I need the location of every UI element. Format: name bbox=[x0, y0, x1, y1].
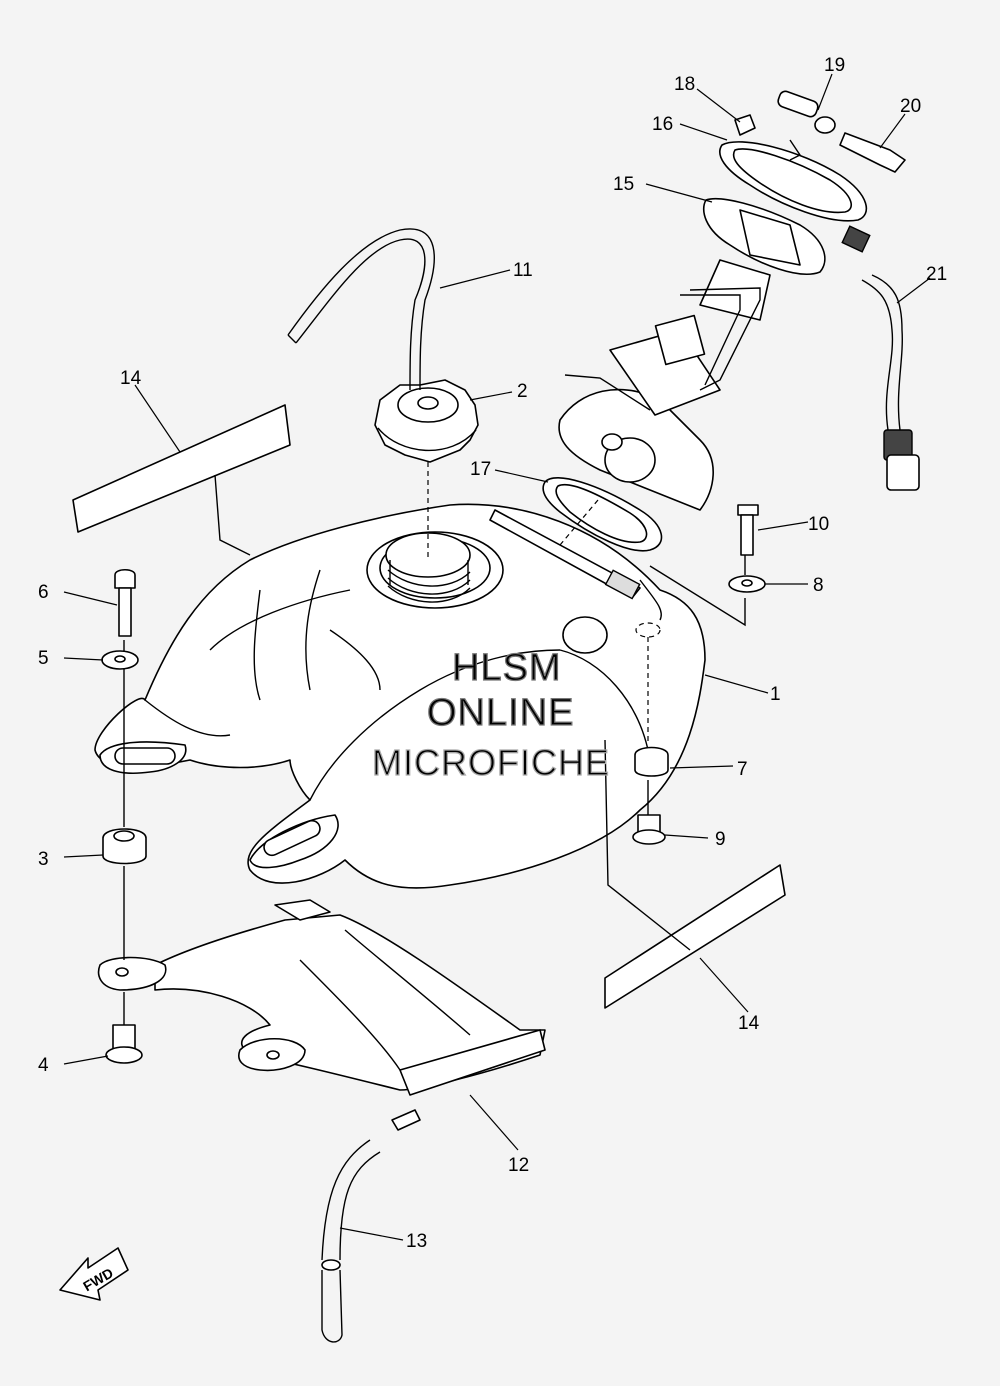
tank-bracket-tray bbox=[97, 899, 546, 1131]
pump-gasket bbox=[542, 477, 663, 552]
bolt-6 bbox=[114, 568, 136, 637]
damper-strip-left bbox=[72, 404, 291, 533]
callout-15: 15 bbox=[613, 174, 634, 195]
fwd-arrow-icon: FWD bbox=[59, 1247, 129, 1301]
drain-hose bbox=[321, 1139, 381, 1343]
callout-9: 9 bbox=[715, 829, 726, 850]
leader-lines bbox=[63, 73, 931, 1241]
callout-17: 17 bbox=[470, 459, 491, 480]
watermark-line-1: HLSM bbox=[452, 647, 562, 689]
fitting-19 bbox=[777, 90, 836, 161]
callout-2: 2 bbox=[517, 381, 528, 402]
callout-3: 3 bbox=[38, 849, 49, 870]
fuel-cap bbox=[374, 379, 479, 463]
callout-20: 20 bbox=[900, 96, 921, 117]
watermark: HLSM ONLINE MICROFICHE bbox=[371, 646, 610, 783]
callout-6: 6 bbox=[38, 582, 49, 603]
retaining-plate bbox=[719, 141, 868, 222]
callout-12: 12 bbox=[508, 1155, 529, 1176]
fuel-tank bbox=[94, 503, 706, 889]
hose-joint-20 bbox=[839, 132, 906, 173]
callout-5: 5 bbox=[38, 648, 49, 669]
callout-19: 19 bbox=[824, 55, 845, 76]
grommet-3 bbox=[102, 828, 147, 865]
washer-8 bbox=[728, 575, 766, 593]
callout-1: 1 bbox=[770, 684, 781, 705]
callout-numbers: 1 2 3 4 5 6 7 8 9 10 11 12 13 14 14 15 1… bbox=[38, 55, 947, 1252]
bolt-10 bbox=[737, 504, 759, 556]
assembly-lines bbox=[123, 462, 746, 1025]
screw-18 bbox=[734, 114, 756, 136]
watermark-line-3: MICROFICHE bbox=[372, 742, 610, 783]
callout-14-top: 14 bbox=[120, 368, 142, 389]
callout-13: 13 bbox=[406, 1231, 427, 1252]
breather-hose bbox=[287, 228, 435, 391]
watermark-line-2: ONLINE bbox=[427, 692, 574, 734]
callout-21: 21 bbox=[926, 264, 947, 285]
callout-14-bottom: 14 bbox=[738, 1013, 760, 1034]
grommet-7 bbox=[634, 746, 669, 777]
collar-9 bbox=[632, 814, 666, 845]
damper-strip-right bbox=[604, 864, 786, 1009]
callout-18: 18 bbox=[674, 74, 695, 95]
callout-16: 16 bbox=[652, 114, 673, 135]
callout-8: 8 bbox=[813, 575, 824, 596]
callout-11: 11 bbox=[513, 260, 533, 281]
fuel-pump-assembly bbox=[558, 197, 826, 511]
collar-4 bbox=[105, 1024, 143, 1064]
callout-7: 7 bbox=[737, 759, 748, 780]
fuel-line bbox=[841, 225, 920, 491]
washer-5 bbox=[101, 650, 139, 670]
callout-10: 10 bbox=[808, 514, 829, 535]
callout-4: 4 bbox=[38, 1055, 49, 1076]
